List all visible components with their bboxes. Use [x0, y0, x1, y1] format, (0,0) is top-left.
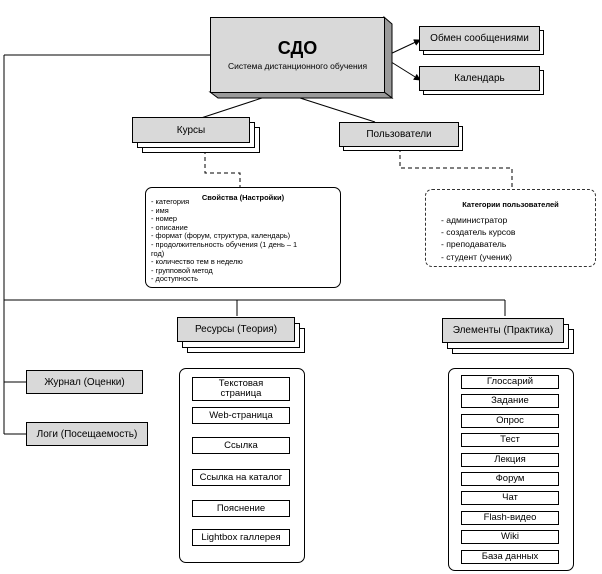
resource-item-explanation: Пояснение: [192, 500, 290, 517]
sdo-box: СДО Система дистанционного обучения: [210, 17, 385, 93]
property-item: - категория: [151, 197, 190, 206]
resource-item-link: Ссылка: [192, 437, 290, 454]
property-item: - групповой метод: [151, 265, 213, 275]
resource-item-lightbox-gallery: Lightbox галлерея: [192, 529, 290, 546]
user-categories-panel: Категории пользователей - администратор-…: [425, 189, 596, 267]
property-item: - формат (форум, структура, календарь): [151, 231, 291, 241]
element-item-label: Wiki: [501, 531, 519, 543]
resource-item-web-page: Web-страница: [192, 407, 290, 424]
property-item: - номер: [151, 214, 178, 224]
element-item: Чат: [461, 491, 559, 506]
courses-box: Курсы: [132, 117, 250, 143]
users-label: Пользователи: [366, 129, 432, 140]
user-category-item: - студент (ученик): [441, 251, 513, 262]
element-item: Wiki: [461, 530, 559, 545]
sdo-title: СДО: [277, 37, 318, 58]
element-item-label: База данных: [481, 550, 539, 562]
property-item: год): [151, 248, 165, 258]
element-item: Задание: [461, 394, 559, 409]
user-categories-list: - администратор - создатель курсов- препо…: [441, 214, 515, 263]
user-category-item: - администратор: [441, 215, 508, 225]
element-item: Опрос: [461, 413, 559, 428]
user-categories-title: Категории пользователей: [462, 200, 559, 209]
element-item: Flash-видео: [461, 510, 559, 525]
resources-header: Ресурсы (Теория): [177, 317, 295, 342]
element-item: Форум: [461, 472, 559, 486]
messages-box: Обмен сообщениями: [419, 26, 540, 51]
element-item-label: Глоссарий: [486, 376, 534, 388]
user-category-item: - преподаватель: [441, 239, 507, 250]
element-item: Лекция: [461, 452, 559, 467]
resource-item-catalog-link: Ссылка на каталог: [192, 469, 290, 486]
element-item-label: Форум: [495, 473, 525, 485]
element-item-label: Тест: [500, 434, 520, 446]
resources-title: Ресурсы (Теория): [194, 324, 278, 335]
element-item-label: Flash-видео: [483, 511, 537, 523]
element-item: База данных: [461, 549, 559, 564]
calendar-label: Календарь: [454, 73, 505, 84]
property-item: - имя: [151, 205, 169, 215]
elements-header: Элементы (Практика): [442, 318, 564, 343]
journal-box: Журнал (Оценки): [26, 370, 143, 394]
property-item: - описание: [151, 222, 188, 232]
courses-label: Курсы: [176, 124, 206, 136]
user-category-item: - создатель курсов: [441, 227, 516, 238]
elements-title: Элементы (Практика): [452, 325, 554, 336]
property-item: - продолжительность обучения (1 день – 1: [151, 239, 298, 249]
calendar-box: Календарь: [419, 66, 540, 91]
property-item: - количество тем в неделю: [151, 257, 243, 267]
property-item: - доступность: [151, 274, 198, 284]
properties-panel: Свойства (Настройки) - категория- имя- н…: [145, 187, 341, 288]
element-item-label: Задание: [491, 395, 529, 407]
element-item-label: Опрос: [496, 414, 524, 426]
element-item-label: Лекция: [494, 453, 526, 465]
element-item: Тест: [461, 433, 559, 448]
properties-title: Свойства (Настройки): [201, 193, 285, 202]
users-box: Пользователи: [339, 122, 459, 147]
properties-list: - категория- имя- номер- описание- форма…: [151, 197, 298, 284]
logs-label: Логи (Посещаемость): [36, 428, 138, 440]
element-item: Глоссарий: [461, 375, 559, 389]
element-item-label: Чат: [502, 492, 518, 504]
journal-label: Журнал (Оценки): [44, 376, 125, 388]
messages-label: Обмен сообщениями: [430, 33, 529, 44]
resource-item-text-page: Текстовая страница: [192, 377, 290, 401]
sdo-subtitle: Система дистанционного обучения: [227, 60, 368, 71]
logs-box: Логи (Посещаемость): [26, 422, 148, 446]
resources-panel: Текстовая страница Web-страница Ссылка С…: [179, 368, 305, 563]
